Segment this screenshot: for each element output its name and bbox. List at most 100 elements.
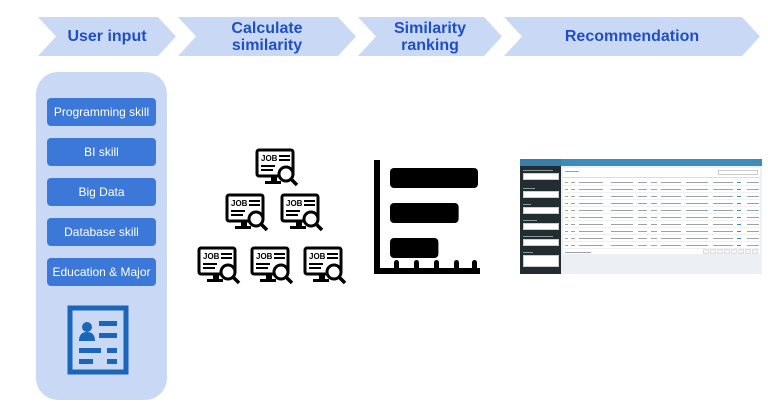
table-cell xyxy=(571,224,575,225)
pagination-button[interactable] xyxy=(717,249,723,254)
table-row[interactable] xyxy=(563,248,760,249)
table-cell xyxy=(565,182,568,183)
table-cell xyxy=(565,238,568,239)
table-cell xyxy=(611,245,633,246)
step-user-input: User input xyxy=(38,17,176,56)
table-cell xyxy=(611,210,633,211)
table-cell[interactable] xyxy=(737,224,741,225)
job-icons-group: JOB JOB JOB JOB JOB xyxy=(195,148,360,288)
table-row[interactable] xyxy=(563,220,760,221)
table-cell xyxy=(713,196,733,197)
table-cell xyxy=(638,182,647,183)
step-label: Calculate similarity xyxy=(231,19,303,54)
table-cell xyxy=(661,224,681,225)
table-row[interactable] xyxy=(563,185,760,186)
table-cell[interactable] xyxy=(737,217,741,218)
table-cell xyxy=(579,238,603,239)
table-cell xyxy=(571,210,575,211)
table-cell[interactable] xyxy=(737,238,741,239)
job-text: JOB xyxy=(256,252,273,261)
table-cell[interactable] xyxy=(737,231,741,232)
table-cell[interactable] xyxy=(737,210,741,211)
table-cell[interactable] xyxy=(737,245,741,246)
pagination-button[interactable] xyxy=(731,249,737,254)
pagination-button[interactable] xyxy=(752,249,758,254)
skill-bi: BI skill xyxy=(47,138,156,166)
skill-database: Database skill xyxy=(47,218,156,246)
table-cell xyxy=(651,210,657,211)
table-cell xyxy=(579,231,603,232)
table-cell xyxy=(651,231,657,232)
table-cell xyxy=(565,196,568,197)
table-cell xyxy=(713,224,733,225)
ranking-bar xyxy=(390,238,439,258)
job-text: JOB xyxy=(203,252,220,261)
skill-label: Database skill xyxy=(64,225,139,239)
job-text: JOB xyxy=(231,199,248,208)
table-cell[interactable] xyxy=(737,203,741,204)
table-row[interactable] xyxy=(563,241,760,242)
table-cell xyxy=(611,224,633,225)
step-label: Recommendation xyxy=(564,28,700,45)
table-cell xyxy=(565,231,568,232)
table-cell xyxy=(651,245,657,246)
table-cell xyxy=(747,203,759,204)
ranking-chart-icon xyxy=(374,160,480,274)
table-cell xyxy=(713,182,733,183)
table-cell[interactable] xyxy=(737,182,741,183)
table-cell xyxy=(611,203,633,204)
pagination-button[interactable] xyxy=(724,249,730,254)
table-info xyxy=(565,252,591,253)
table-cell xyxy=(686,231,708,232)
pagination-button[interactable] xyxy=(703,249,709,254)
table-cell xyxy=(571,189,575,190)
skill-programming: Programming skill xyxy=(47,98,156,126)
table-cell xyxy=(651,196,657,197)
dashboard-sidebar xyxy=(520,159,561,274)
pagination-button[interactable] xyxy=(710,249,716,254)
table-cell xyxy=(579,189,603,190)
skill-label: Programming skill xyxy=(53,105,150,119)
table-cell xyxy=(686,224,708,225)
table-cell xyxy=(638,224,647,225)
table-cell xyxy=(638,245,647,246)
table-row[interactable] xyxy=(563,206,760,207)
table-cell xyxy=(686,196,708,197)
pagination-button[interactable] xyxy=(745,249,751,254)
table-row[interactable] xyxy=(563,227,760,228)
table-cell xyxy=(579,210,603,211)
table-cell xyxy=(579,245,603,246)
table-cell xyxy=(747,231,759,232)
table-cell xyxy=(638,231,647,232)
table-row[interactable] xyxy=(563,199,760,200)
table-cell xyxy=(611,217,633,218)
table-row[interactable] xyxy=(563,234,760,235)
table-cell xyxy=(713,189,733,190)
table-cell xyxy=(661,217,681,218)
resume-icon xyxy=(67,305,129,375)
dashboard-header xyxy=(561,159,762,166)
table-cell xyxy=(565,224,568,225)
table-cell xyxy=(565,217,568,218)
table-cell[interactable] xyxy=(737,196,741,197)
table-row[interactable] xyxy=(563,213,760,214)
job-search-icon: JOB xyxy=(303,246,347,285)
table-cell xyxy=(686,210,708,211)
table-cell xyxy=(713,245,733,246)
table-cell xyxy=(611,196,633,197)
ranking-axis-y xyxy=(374,160,380,274)
table-cell xyxy=(611,231,633,232)
table-cell xyxy=(686,189,708,190)
table-cell xyxy=(713,217,733,218)
table-cell xyxy=(571,238,575,239)
table-cell xyxy=(638,203,647,204)
ranking-bar xyxy=(390,203,459,223)
table-cell xyxy=(565,210,568,211)
table-cell xyxy=(571,245,575,246)
table-row[interactable] xyxy=(563,192,760,193)
table-cell xyxy=(565,203,568,204)
table-cell[interactable] xyxy=(737,189,741,190)
job-text: JOB xyxy=(261,154,278,163)
pagination-button[interactable] xyxy=(738,249,744,254)
step-calculate-similarity: Calculate similarity xyxy=(178,17,356,56)
